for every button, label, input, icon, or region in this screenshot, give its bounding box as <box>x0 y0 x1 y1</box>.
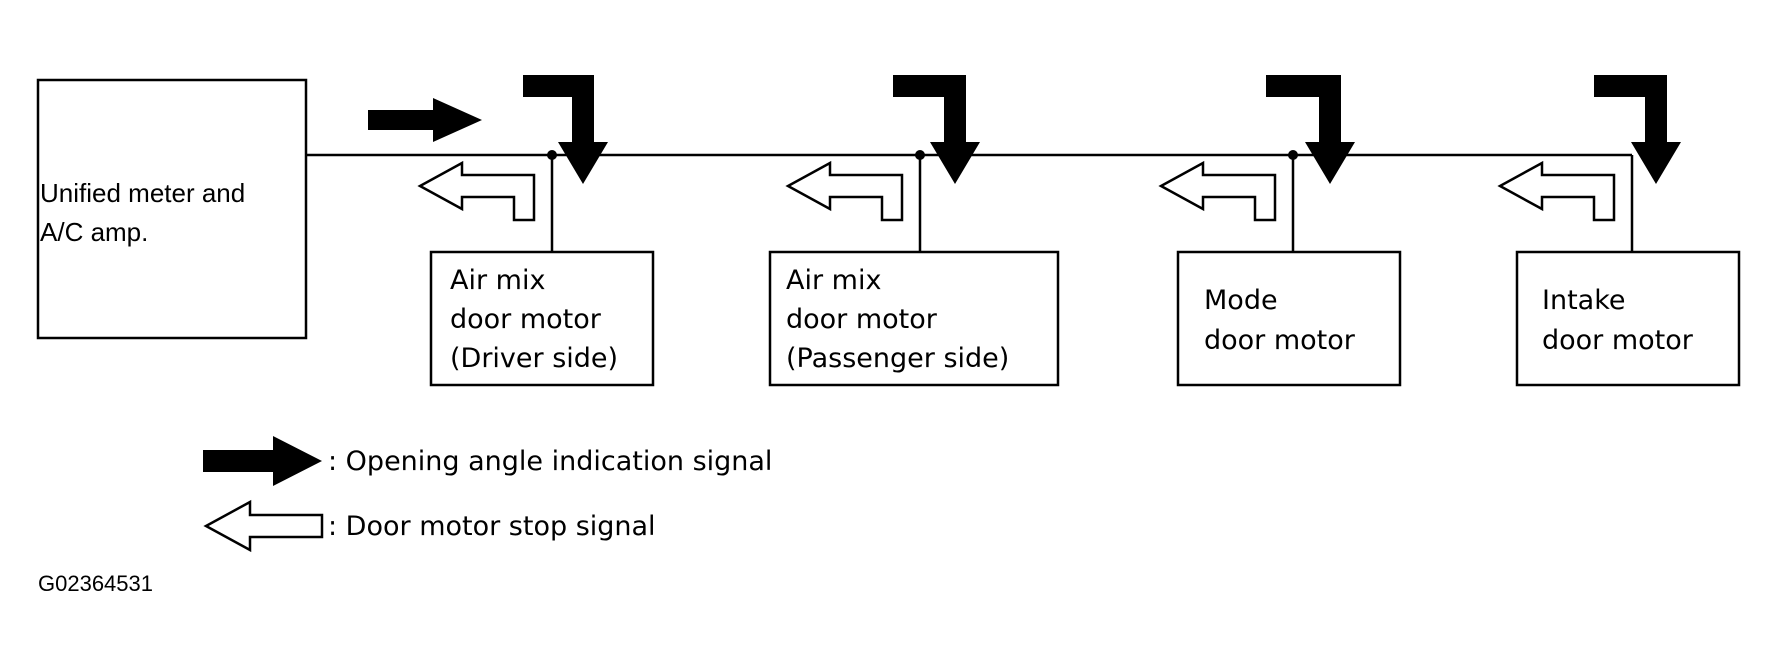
figure-id: G02364531 <box>38 571 153 596</box>
hollow-arrow-icon <box>417 160 536 222</box>
hollow-arrow-icon <box>1158 160 1277 222</box>
amp-box <box>36 78 308 340</box>
motor-block-mode: Mode door motor <box>1176 250 1402 387</box>
motor-label-line: (Driver side) <box>450 343 618 374</box>
junction-dot-passenger <box>915 150 925 160</box>
motor-label-line: door motor <box>1542 325 1694 356</box>
bent-solid-arrow-icon <box>523 75 608 184</box>
motor-box-driver <box>429 250 655 387</box>
amp-label-line2: A/C amp. <box>40 217 148 247</box>
motor-box-mode <box>1176 250 1402 387</box>
motor-box-intake <box>1515 250 1741 387</box>
legend-solid-label: : Opening angle indication signal <box>328 446 772 477</box>
bent-solid-arrow-icon <box>1266 75 1355 184</box>
motor-label-line: door motor <box>1204 325 1356 356</box>
legend: : Opening angle indication signal : Door… <box>203 436 772 553</box>
legend-solid-arrow-icon <box>203 436 322 486</box>
amp-block: Unified meter and A/C amp. <box>36 78 308 340</box>
amp-label-line1: Unified meter and <box>40 178 245 208</box>
junction-dot-mode <box>1288 150 1298 160</box>
bent-solid-arrow-icon <box>1594 75 1681 184</box>
legend-hollow-label: : Door motor stop signal <box>328 511 656 542</box>
solid-arrow-icon <box>368 98 482 142</box>
motor-label-line: Intake <box>1542 285 1626 316</box>
motor-label-line: Air mix <box>786 265 881 296</box>
motor-block-intake: Intake door motor <box>1515 250 1741 387</box>
motor-label-line: Mode <box>1204 285 1278 316</box>
hollow-arrow-icon <box>1497 160 1616 222</box>
motor-box-passenger <box>768 250 1060 387</box>
bent-solid-arrow-icon <box>893 75 980 184</box>
motor-block-passenger: Air mix door motor (Passenger side) <box>768 250 1060 387</box>
motor-block-driver: Air mix door motor (Driver side) <box>429 250 655 387</box>
motor-label-line: door motor <box>450 304 602 335</box>
hollow-arrow-icon <box>785 160 904 222</box>
junction-dot-driver <box>547 150 557 160</box>
motor-label-line: door motor <box>786 304 938 335</box>
motor-label-line: (Passenger side) <box>786 343 1009 374</box>
motor-label-line: Air mix <box>450 265 545 296</box>
legend-hollow-arrow-icon <box>203 499 324 553</box>
